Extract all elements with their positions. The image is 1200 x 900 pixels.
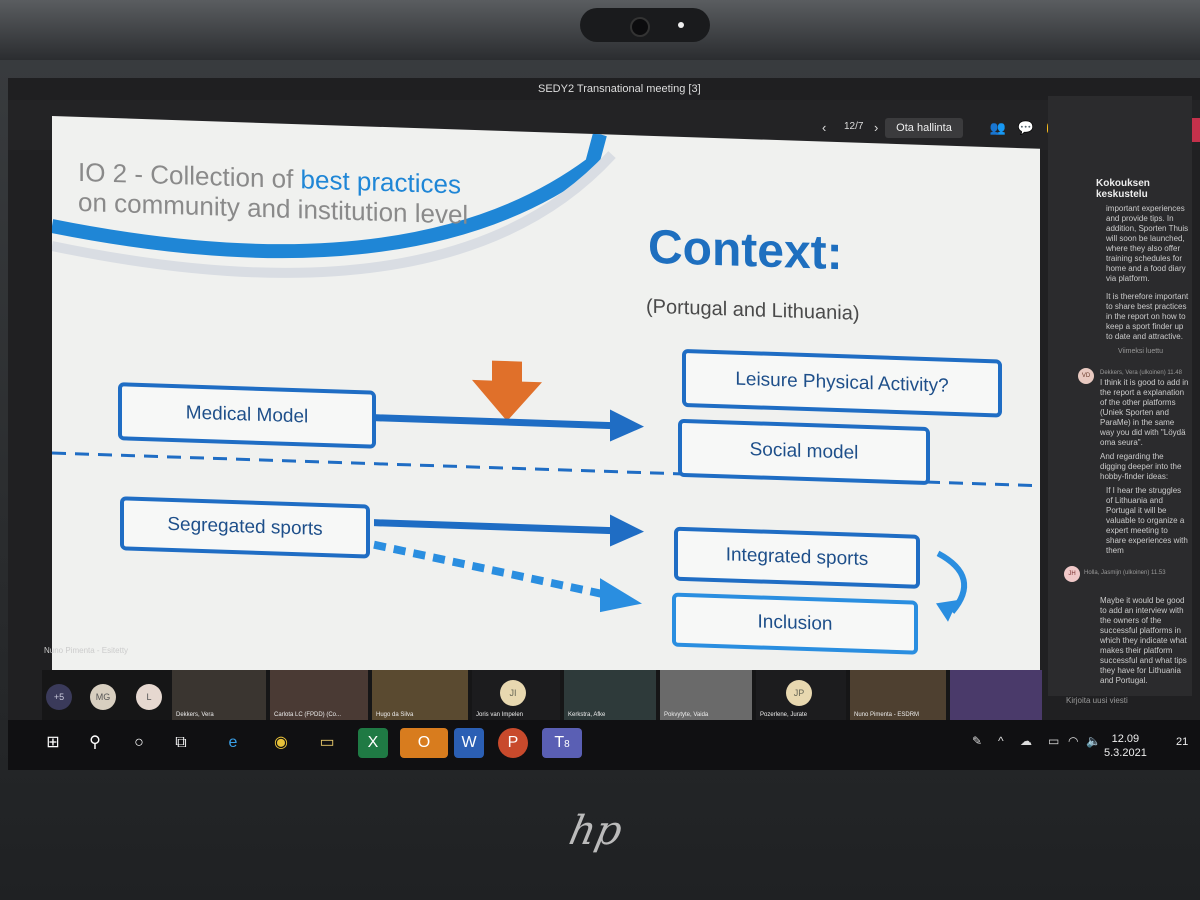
top-bezel [0, 0, 1200, 60]
clock-time: 12.09 [1111, 733, 1140, 745]
participant-avatar: L [136, 684, 162, 710]
webcam [580, 8, 710, 42]
outlook-icon[interactable]: O [400, 728, 448, 758]
video-tile: Dekkers, Vera [172, 670, 266, 720]
notification-center-icon[interactable]: 21 [1176, 736, 1189, 748]
chat-icon[interactable]: 💬 [1017, 120, 1035, 135]
chat-message: I think it is good to add in the report … [1100, 378, 1189, 447]
volume-icon[interactable]: 🔈 [1086, 734, 1101, 748]
arrowhead-icon [610, 514, 644, 547]
slide-graphics [52, 132, 1040, 622]
video-tile: JI Joris van Impelen [472, 670, 560, 720]
chat-panel: Kokouksen keskustelu important experienc… [1048, 96, 1192, 696]
participant-avatar: JP [786, 680, 812, 706]
video-tile: Kerkstra, Afke [564, 670, 656, 720]
video-tile: Hugo da Silva [372, 670, 468, 720]
box-segregated-sports: Segregated sports [120, 496, 370, 559]
compose-input[interactable]: Kirjoita uusi viesti [1066, 696, 1128, 705]
camera-led [678, 22, 684, 28]
pen-icon[interactable]: ✎ [972, 734, 983, 748]
chevron-right-icon[interactable]: › [874, 120, 879, 135]
window-title: SEDY2 Transnational meeting [3] [538, 83, 701, 95]
teams-icon[interactable]: T8 [542, 728, 582, 758]
participants-icon[interactable]: 👥 [989, 120, 1007, 135]
title-swoosh-shadow [52, 151, 616, 278]
presentation-slide: IO 2 - Collection of best practices on c… [52, 116, 1040, 703]
chevron-left-icon[interactable]: ‹ [822, 120, 827, 135]
box-social-model: Social model [678, 418, 930, 486]
box-integrated-sports: Integrated sports [674, 526, 920, 589]
hp-logo: hp [565, 808, 627, 854]
camera-lens [630, 17, 650, 37]
teams-badge: 8 [564, 739, 570, 750]
chat-header: Kokouksen keskustelu [1096, 178, 1150, 200]
edge-icon[interactable]: e [228, 734, 238, 751]
excel-icon[interactable]: X [358, 728, 388, 758]
windows-start-icon[interactable]: ⊞ [46, 734, 60, 751]
window-titlebar: SEDY2 Transnational meeting [3] [8, 78, 1200, 100]
battery-icon[interactable]: ▭ [1048, 734, 1060, 748]
arrowhead-icon [600, 578, 642, 613]
take-control-button[interactable]: Ota hallinta [885, 118, 963, 138]
avatar: VD [1078, 368, 1094, 384]
segregated-to-integrated-arrow [374, 519, 612, 535]
chat-bullet: If I hear the struggles of Lithuania and… [1106, 486, 1188, 555]
participant-avatar: JI [500, 680, 526, 706]
page-counter: 12/7 [844, 121, 864, 132]
cortana-icon[interactable]: ○ [134, 734, 144, 751]
box-inclusion: Inclusion [672, 592, 918, 655]
box-medical-model: Medical Model [118, 382, 376, 449]
chrome-icon[interactable]: ◉ [274, 734, 288, 751]
windows-taskbar: ⊞ ⚲ ○ ⧉ e ◉ ▭ X O W P T8 ✎ ^ ☁ ▭ ◠ 🔈 12.… [8, 720, 1200, 770]
video-tile: Pokvytyte, Vaida [660, 670, 752, 720]
search-icon[interactable]: ⚲ [89, 734, 101, 751]
arrowhead-icon [610, 409, 644, 442]
onedrive-icon[interactable]: ☁ [1020, 734, 1032, 748]
chat-sender: Holla, Jasmijn (ulkoinen) 11.53 [1084, 570, 1166, 576]
curved-arrow [936, 550, 968, 614]
down-arrow-icon [472, 360, 542, 422]
medical-to-social-arrow [374, 414, 612, 430]
file-explorer-icon[interactable]: ▭ [319, 734, 335, 751]
presenter-label: Nuno Pimenta - Esitetty [44, 646, 129, 655]
clock-date: 5.3.2021 [1104, 747, 1147, 759]
participant-avatar: MG [90, 684, 116, 710]
video-tile: Nuno Pimenta - ESDRM [850, 670, 946, 720]
title-swoosh [52, 132, 607, 259]
arrowhead-icon [936, 600, 958, 622]
chat-sender: Dekkers, Vera (ulkoinen) 11.48 [1100, 370, 1182, 376]
chat-message: It is therefore important to share best … [1106, 292, 1189, 341]
separator-line [52, 451, 1040, 488]
clock[interactable]: 12.09 5.3.2021 [1104, 732, 1147, 760]
segregated-to-inclusion-dashed-arrow [373, 540, 605, 599]
task-view-icon[interactable]: ⧉ [175, 734, 187, 751]
wifi-icon[interactable]: ◠ [1068, 734, 1079, 748]
chat-message: important experiences and provide tips. … [1106, 204, 1189, 283]
video-tile: Carlota LC (FPDD) (Co... [270, 670, 368, 720]
box-leisure: Leisure Physical Activity? [682, 348, 1002, 418]
context-heading: Context: [648, 220, 843, 281]
powerpoint-icon[interactable]: P [498, 728, 528, 758]
participant-overflow[interactable]: +5 [46, 684, 72, 710]
tray-expand-icon[interactable]: ^ [998, 734, 1004, 748]
video-tile [950, 670, 1042, 720]
last-read-divider: Viimeksi luettu [1118, 348, 1164, 355]
chat-message: And regarding the digging deeper into th… [1100, 452, 1182, 481]
video-tile: JP Pozerlene, Jurate [756, 670, 846, 720]
avatar: JH [1064, 566, 1080, 582]
word-icon[interactable]: W [454, 728, 484, 758]
leave-button[interactable] [1190, 118, 1200, 142]
chat-message: Maybe it would be good to add an intervi… [1100, 596, 1187, 685]
